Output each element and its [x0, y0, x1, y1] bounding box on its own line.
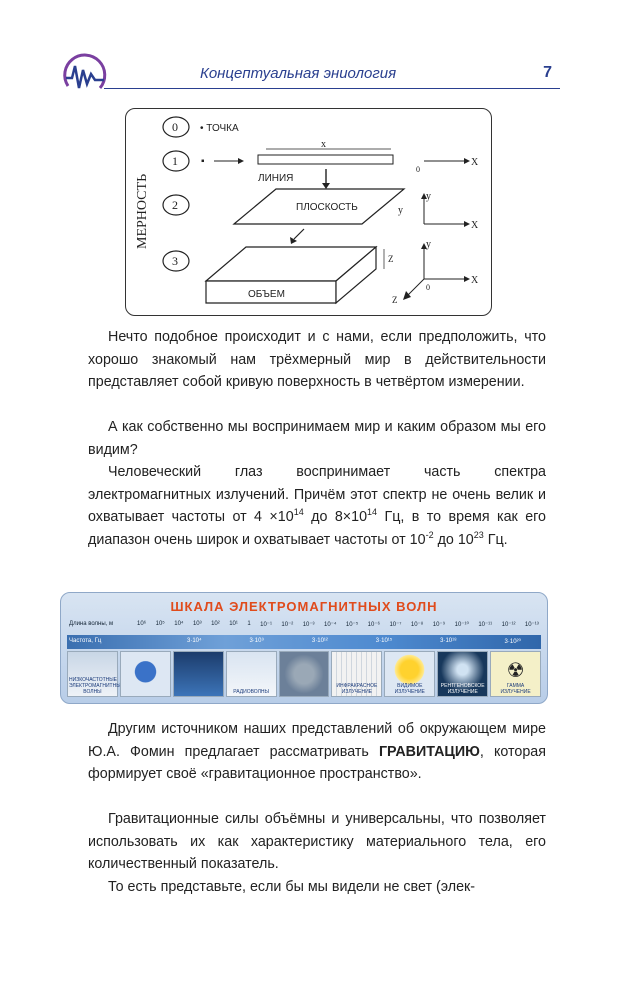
dish-image: [278, 651, 330, 697]
svg-text:1: 1: [172, 154, 178, 168]
line-x-label: x: [321, 139, 326, 150]
svg-text:X: X: [471, 275, 479, 286]
tv-image: [172, 651, 224, 697]
em-source-images: НИЗКОЧАСТОТНЫЕ ЭЛЕКТРОМАГНИТНЫЕ ВОЛНЫ РА…: [67, 651, 542, 697]
paragraph-2: А как собственно мы воспринимаем мир и к…: [88, 419, 546, 458]
tower-image: РАДИОВОЛНЫ: [225, 651, 277, 697]
line-label: ЛИНИЯ: [258, 173, 293, 184]
xray-image: РЕНТГЕНОВСКОЕ ИЗЛУЧЕНИЕ: [437, 651, 489, 697]
paragraph-6: То есть представьте, если бы мы видели н…: [108, 879, 476, 895]
paragraph-1: Нечто подобное происходит и с нами, если…: [88, 329, 546, 390]
svg-text:X: X: [471, 157, 479, 168]
paragraph-4: Другим источником наших представлений об…: [88, 721, 547, 782]
radiator-image: ИНФРАКРАСНОЕ ИЗЛУЧЕНИЕ: [331, 651, 383, 697]
level-2: 2: [162, 194, 190, 216]
diagram-side-label: МЕРНОСТЬ: [135, 174, 150, 249]
volume-label: ОБЪЕМ: [248, 289, 285, 300]
svg-text:▪: ▪: [201, 156, 205, 167]
svg-text:0: 0: [172, 120, 178, 134]
point-label: • ТОЧКА: [200, 123, 239, 134]
svg-text:2: 2: [172, 198, 178, 212]
svg-text:0: 0: [416, 165, 420, 174]
svg-text:Z: Z: [388, 254, 394, 264]
dimensions-diagram: МЕРНОСТЬ 0 1 2 3 • ТОЧКА ▪ x ЛИНИЯ: [125, 108, 492, 316]
svg-text:X: X: [471, 220, 479, 231]
level-0: 0: [162, 116, 190, 138]
running-title: Концептуальная эниология: [200, 65, 397, 82]
paragraph-5: Гравитационные силы объёмны и универсаль…: [88, 811, 546, 872]
level-3: 3: [162, 250, 190, 272]
radiation-icon: ☢: [506, 660, 525, 682]
svg-text:Z: Z: [392, 295, 398, 305]
enio-logo-icon: [63, 53, 107, 89]
level-1: 1: [162, 150, 190, 172]
header-rule: [104, 88, 560, 89]
svg-text:y: y: [398, 205, 403, 216]
plane-shape: [232, 188, 406, 225]
paragraph-3: Человеческий глаз воспринимает часть спе…: [88, 464, 546, 548]
power-line-image: НИЗКОЧАСТОТНЫЕ ЭЛЕКТРОМАГНИТНЫЕ ВОЛНЫ: [67, 651, 124, 697]
line-shape: [257, 154, 394, 165]
page-header: Концептуальная эниология 7: [60, 52, 560, 102]
page-number: 7: [543, 64, 552, 81]
sun-image: ВИДИМОЕ ИЗЛУЧЕНИЕ: [384, 651, 436, 697]
radiation-image: ГАММА ИЗЛУЧЕНИЕ ☢: [490, 651, 542, 697]
svg-text:y: y: [426, 239, 431, 250]
svg-text:y: y: [426, 191, 431, 202]
svg-text:0: 0: [426, 283, 430, 292]
motor-image: [119, 651, 171, 697]
svg-text:3: 3: [172, 254, 178, 268]
em-wave-scale: ШКАЛА ЭЛЕКТРОМАГНИТНЫХ ВОЛН Длина волны,…: [60, 592, 548, 704]
em-scale-title: ШКАЛА ЭЛЕКТРОМАГНИТНЫХ ВОЛН: [170, 599, 438, 614]
plane-label: ПЛОСКОСТЬ: [296, 202, 358, 213]
